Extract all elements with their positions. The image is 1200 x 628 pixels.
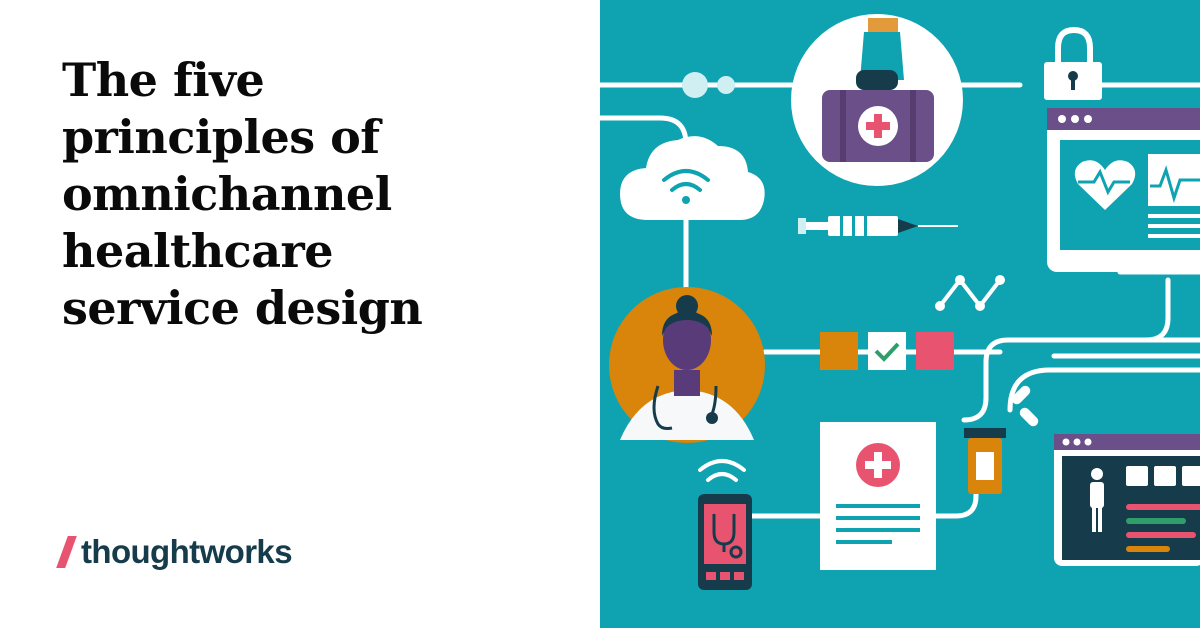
doctor-avatar-icon: [609, 287, 765, 443]
patient-chart-icon: [1054, 434, 1200, 566]
logo-slash-icon: [56, 536, 77, 568]
medical-bag-icon: [791, 14, 963, 186]
brand-logo[interactable]: thoughtworks: [56, 530, 293, 574]
title-line: principles of: [62, 110, 380, 164]
page-title: The five principles of omnichannel healt…: [62, 52, 562, 337]
title-line: service design: [62, 281, 423, 335]
title-line: omnichannel: [62, 167, 392, 221]
connector-dots: [682, 72, 735, 98]
checklist-icon: [820, 332, 954, 370]
syringe-icon: [798, 216, 958, 236]
text-panel: The five principles of omnichannel healt…: [56, 52, 562, 574]
phone-stethoscope-icon: [698, 459, 752, 590]
cloud-wifi-icon: [620, 136, 765, 220]
pulse-line-icon: [935, 275, 1005, 311]
brand-name: thoughtworks: [81, 533, 293, 570]
pill-bottle-icon: [964, 428, 1006, 494]
prescription-icon: [820, 422, 936, 570]
heart-monitor-icon: [1047, 108, 1200, 272]
lock-icon: [1044, 26, 1102, 100]
pills-icon: [1011, 385, 1039, 427]
healthcare-illustration: [600, 0, 1200, 628]
title-line: The five: [62, 53, 265, 107]
title-line: healthcare: [62, 224, 334, 278]
